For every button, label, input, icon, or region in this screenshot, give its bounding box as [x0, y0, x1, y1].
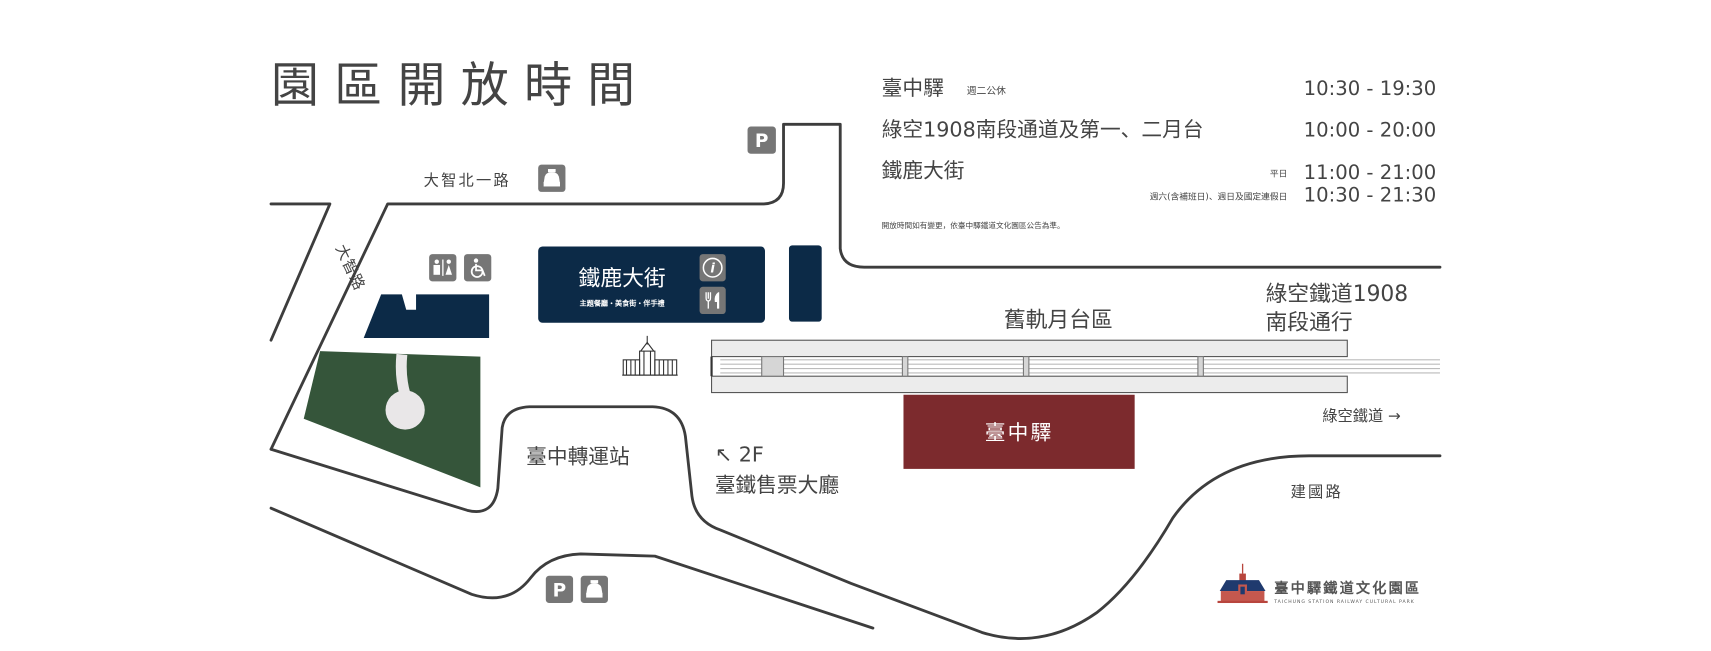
hours-name-station: 臺中驛 [882, 76, 944, 100]
restaurant-icon [699, 286, 726, 315]
building-west [363, 294, 490, 339]
station-building-icon [622, 335, 678, 376]
parking-icon-south: P [545, 575, 574, 604]
tiehlu-street-name: 鐵鹿大街 [579, 267, 666, 292]
road-label-dazhi: 大智路 [332, 242, 369, 294]
info-icon: i [699, 254, 726, 282]
opening-hours: 臺中驛 週二公休 10:30 - 19:30 綠空1908南段通道及第一、二月台… [882, 76, 1437, 230]
hours-note-station: 週二公休 [967, 85, 1006, 97]
roads [269, 122, 1442, 640]
green-rail-direction: 綠空鐵道 → [1322, 407, 1401, 425]
road-edge-bus-station [269, 405, 1442, 640]
park-logo: 臺中驛鐵道文化園區 TAICHUNG STATION RAILWAY CULTU… [1217, 563, 1421, 605]
svg-text:P: P [553, 580, 567, 601]
wheelchair-icon [464, 254, 492, 282]
logo-name: 臺中驛鐵道文化園區 [1274, 580, 1421, 597]
old-platform-label: 舊軌月台區 [1004, 308, 1113, 333]
taichung-station-block[interactable]: 臺中驛 [903, 394, 1135, 469]
park-area [303, 351, 481, 488]
svg-text:i: i [710, 262, 715, 277]
road-label-jianguo: 建國路 [1291, 483, 1343, 501]
svg-text:P: P [755, 131, 769, 152]
logo-name-en: TAICHUNG STATION RAILWAY CULTURAL PARK [1273, 599, 1414, 605]
restroom-icon [429, 254, 457, 282]
road-edge-south [269, 506, 875, 630]
hours-name-green-rail: 綠空1908南段通道及第一、二月台 [882, 117, 1204, 141]
hours-time-station: 10:30 - 19:30 [1304, 77, 1437, 100]
hours-time-tiehlu-weekday: 11:00 - 21:00 [1304, 161, 1437, 184]
road-edge-dazhi-north [269, 122, 1442, 451]
green-rail-1908-sublabel: 南段通行 [1266, 310, 1353, 335]
ticket-hall-label: 臺鐵售票大廳 [715, 473, 839, 497]
ticket-hall-floor: ↖ 2F [715, 442, 764, 466]
hours-weekday-label: 平日 [1270, 169, 1287, 180]
hours-holiday-label: 週六(含補班日)、週日及國定連假日 [1150, 191, 1288, 203]
green-rail-1908-label: 綠空鐵道1908 [1266, 282, 1409, 307]
parking-icon: P [747, 126, 776, 154]
taxi-icon [538, 164, 566, 192]
taxi-icon-south [580, 575, 608, 604]
bus-station-label: 臺中轉運站 [526, 444, 630, 468]
road-label-dazhi-north-1: 大智北一路 [424, 171, 511, 189]
hours-notice: 開放時間如有變更，依臺中驛鐵道文化園區公告為準。 [882, 220, 1065, 230]
page-title: 園區開放時間 [271, 57, 650, 113]
hours-name-tiehlu: 鐵鹿大街 [882, 159, 965, 183]
road-edge-dazhi-west [269, 202, 332, 342]
hours-time-green-rail: 10:00 - 20:00 [1304, 118, 1437, 141]
hours-time-tiehlu-holiday: 10:30 - 21:30 [1304, 184, 1437, 207]
taichung-station-label: 臺中驛 [985, 420, 1054, 444]
old-platform-area [710, 339, 1440, 394]
building-east-navy [788, 245, 822, 322]
tiehlu-street-subtitle: 主題餐廳・美食街・伴手禮 [580, 298, 665, 307]
tiehlu-street-block[interactable]: 鐵鹿大街 主題餐廳・美食街・伴手禮 i [538, 246, 765, 323]
